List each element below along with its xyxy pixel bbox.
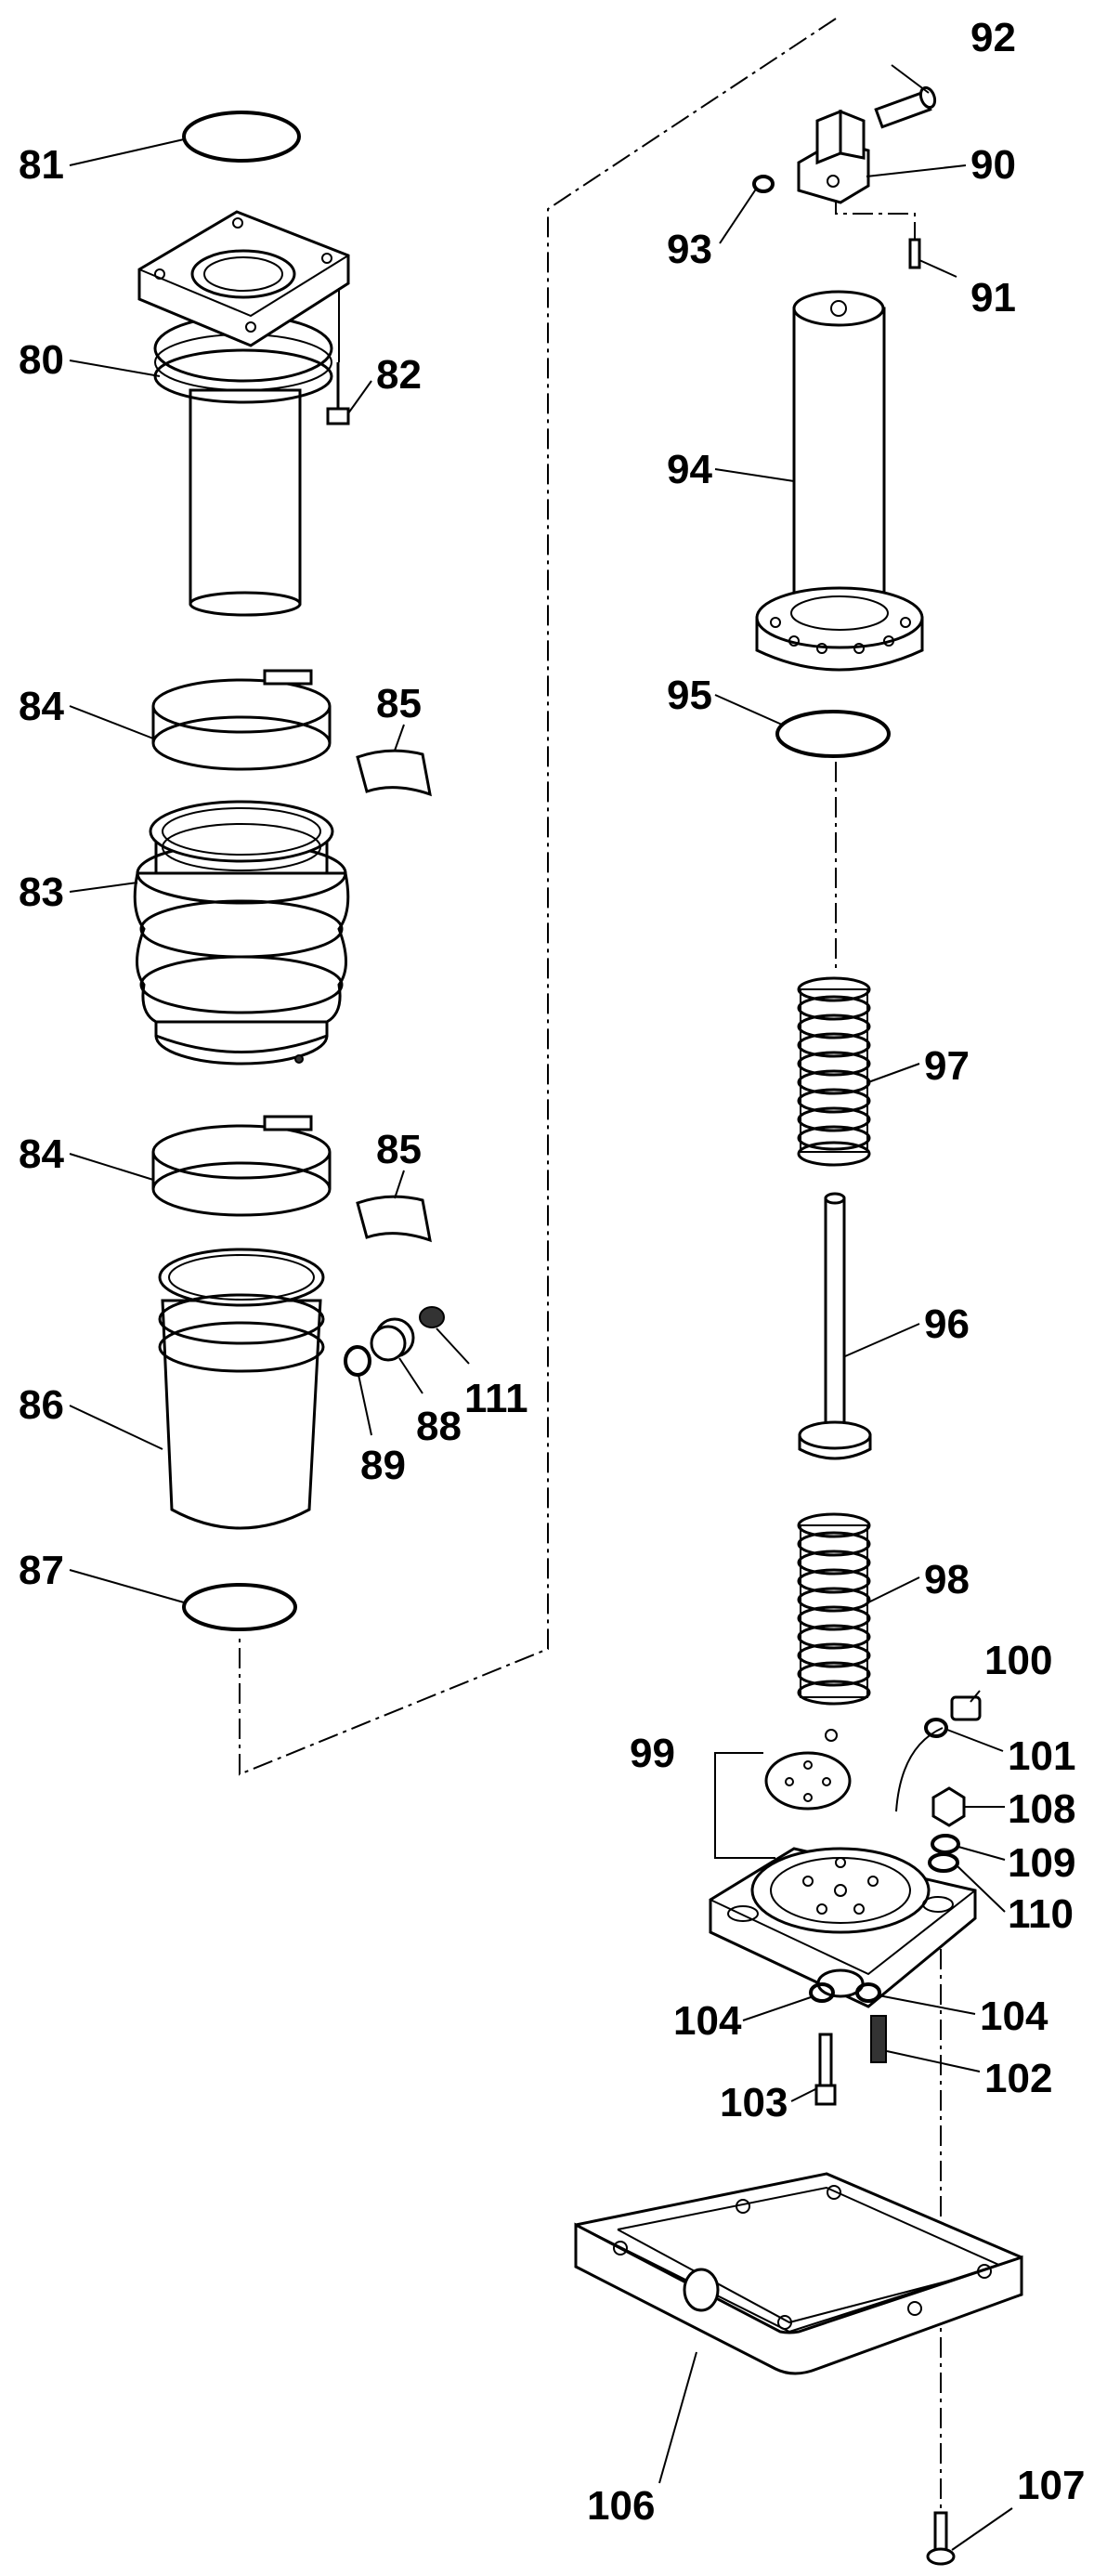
part-102-bolt <box>870 2015 887 2063</box>
label-81: 81 <box>19 142 64 188</box>
part-99-plates <box>714 1729 852 1859</box>
part-86-oil-tank <box>158 1248 325 1530</box>
part-92-pin <box>874 85 937 129</box>
part-110-washer <box>928 1852 959 1873</box>
part-96-piston-rod <box>798 1192 872 1460</box>
label-104-left: 104 <box>673 1998 742 2044</box>
part-number-labels: 81 80 82 84 85 83 84 85 111 88 89 86 87 … <box>19 15 1085 2529</box>
label-97: 97 <box>924 1043 970 1089</box>
label-89: 89 <box>360 1443 406 1488</box>
label-91: 91 <box>970 275 1016 320</box>
part-82-bolt <box>326 362 350 425</box>
part-87-o-ring <box>182 1583 297 1631</box>
label-110: 110 <box>1008 1891 1074 1937</box>
label-84-top: 84 <box>19 684 64 729</box>
part-84-clamp-band-top <box>151 669 332 771</box>
label-84-bottom: 84 <box>19 1131 64 1177</box>
part-90-clevis <box>797 109 870 204</box>
part-104-washers <box>809 1982 881 2003</box>
label-95: 95 <box>667 673 712 718</box>
part-107-bolt <box>926 2511 956 2566</box>
label-82: 82 <box>376 352 422 398</box>
part-93-ring <box>752 175 775 193</box>
part-89-washer <box>344 1345 371 1377</box>
assembly-dash-path <box>239 18 942 2508</box>
label-101: 101 <box>1008 1733 1075 1779</box>
label-92: 92 <box>970 15 1016 60</box>
label-107: 107 <box>1017 2463 1085 2508</box>
part-103-bolt <box>814 2033 837 2106</box>
part-84-clamp-band-bottom <box>151 1115 332 1217</box>
part-101-washer <box>924 1718 948 1738</box>
label-90: 90 <box>970 142 1016 188</box>
part-83-bellows <box>133 800 350 1066</box>
part-95-o-ring <box>775 710 891 758</box>
label-85-top: 85 <box>376 681 422 726</box>
label-80: 80 <box>19 337 64 383</box>
label-85-bottom: 85 <box>376 1127 422 1172</box>
label-83: 83 <box>19 870 64 915</box>
label-100: 100 <box>984 1638 1052 1683</box>
part-98-spring <box>797 1512 871 1706</box>
part-80-flange-tube <box>137 210 350 617</box>
leader-lines <box>69 64 1013 2551</box>
label-106: 106 <box>587 2483 655 2529</box>
part-97-spring <box>797 976 871 1167</box>
part-111-nut <box>419 1306 445 1328</box>
part-106-shoe-plate <box>574 2172 1023 2375</box>
label-109: 109 <box>1008 1840 1075 1886</box>
label-108: 108 <box>1008 1786 1075 1832</box>
label-99: 99 <box>630 1731 675 1776</box>
part-88-plug <box>370 1317 415 1362</box>
label-98: 98 <box>924 1557 970 1602</box>
label-86: 86 <box>19 1382 64 1428</box>
part-85-clip-bottom <box>356 1195 432 1243</box>
label-96: 96 <box>924 1301 970 1347</box>
part-91-small-pin <box>908 238 921 269</box>
part-108-nut <box>931 1786 966 1827</box>
part-94-guide-cylinder <box>755 290 924 672</box>
label-104-right: 104 <box>980 1994 1048 2039</box>
part-109-washer <box>931 1834 960 1854</box>
label-103: 103 <box>720 2080 788 2125</box>
part-base-plate <box>709 1727 977 2008</box>
label-111: 111 <box>464 1376 528 1421</box>
part-81-o-ring <box>182 111 301 163</box>
part-100-plug <box>950 1695 982 1721</box>
label-94: 94 <box>667 447 712 492</box>
label-93: 93 <box>667 227 712 272</box>
label-87: 87 <box>19 1548 64 1593</box>
label-102: 102 <box>984 2056 1052 2101</box>
part-85-clip-top <box>356 749 432 797</box>
label-88: 88 <box>416 1404 462 1449</box>
